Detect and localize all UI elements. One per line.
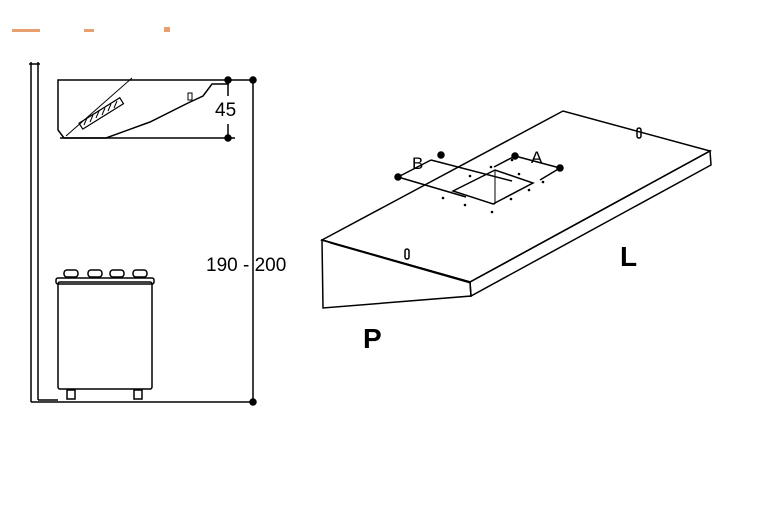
wall xyxy=(29,62,58,402)
duct-opening xyxy=(451,169,535,205)
dimension-a xyxy=(493,152,564,181)
dim-a-label: A xyxy=(531,148,543,167)
hood-front-edge xyxy=(469,149,712,298)
dim-b-label: B xyxy=(412,154,423,173)
side-view xyxy=(29,62,257,406)
total-height-dimension xyxy=(249,76,257,406)
perspective-view xyxy=(320,110,712,309)
dim-45-label: 45 xyxy=(215,100,236,121)
hood-left-end xyxy=(321,239,472,309)
cropped-header-fragment xyxy=(12,27,170,32)
hood-side-profile xyxy=(57,77,229,139)
height-dimension-45 xyxy=(224,76,253,142)
guide-dots xyxy=(441,158,545,214)
dim-total-height-label: 190 - 200 xyxy=(206,255,286,276)
slot-mark-right xyxy=(636,127,642,139)
length-label-l: L xyxy=(620,241,637,272)
cooking-range xyxy=(55,269,155,400)
slot-mark-left xyxy=(404,248,410,260)
dimension-b xyxy=(394,151,513,198)
depth-label-p: P xyxy=(363,323,382,354)
